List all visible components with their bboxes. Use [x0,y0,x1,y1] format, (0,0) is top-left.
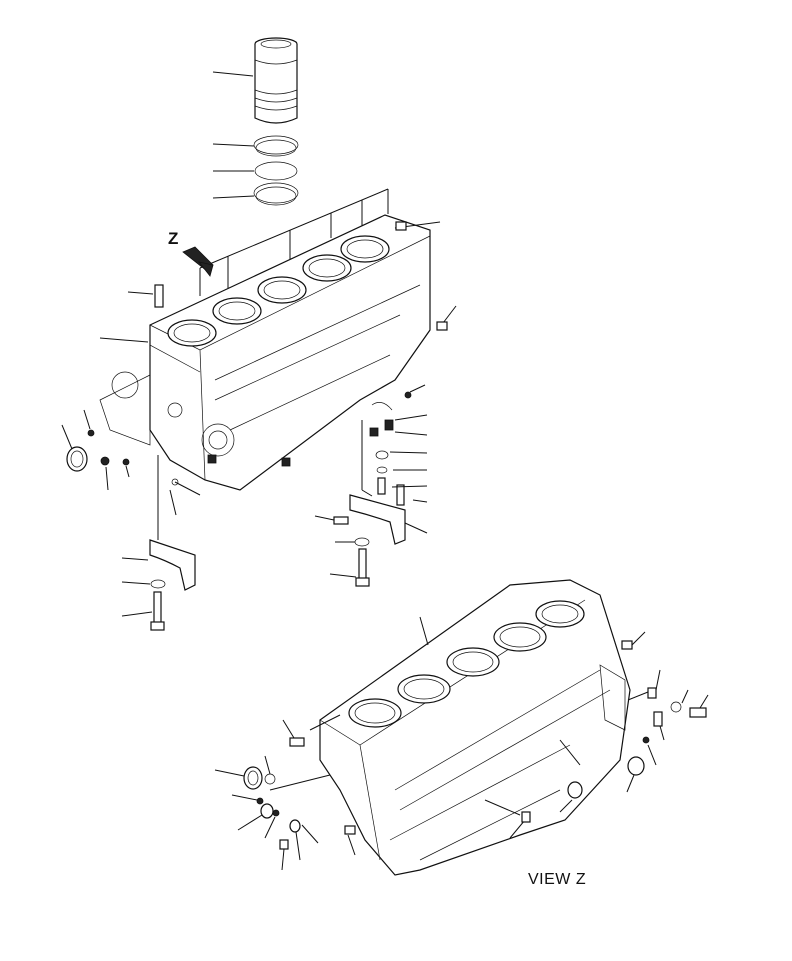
front-seal-and-plugs [61,409,201,516]
liner-o-rings [253,135,299,206]
view-caption: VIEW Z [528,871,587,888]
cylinder-liner [254,37,298,124]
bore-leader-lines [199,188,389,296]
view-z-leader-lines [214,616,709,871]
view-arrow-label: Z [168,229,179,248]
block-leader-lines [99,221,457,343]
liner-leader-lines [212,71,255,199]
main-bearing-cap-left [121,455,196,631]
cylinder-block-upper [99,214,431,491]
main-bearing-cap-right [314,420,428,587]
cylinder-block-view-z [319,579,631,876]
view-z-arrow [182,246,214,277]
oil-jet-and-bolts [369,384,428,495]
dowel-pin [127,284,164,308]
